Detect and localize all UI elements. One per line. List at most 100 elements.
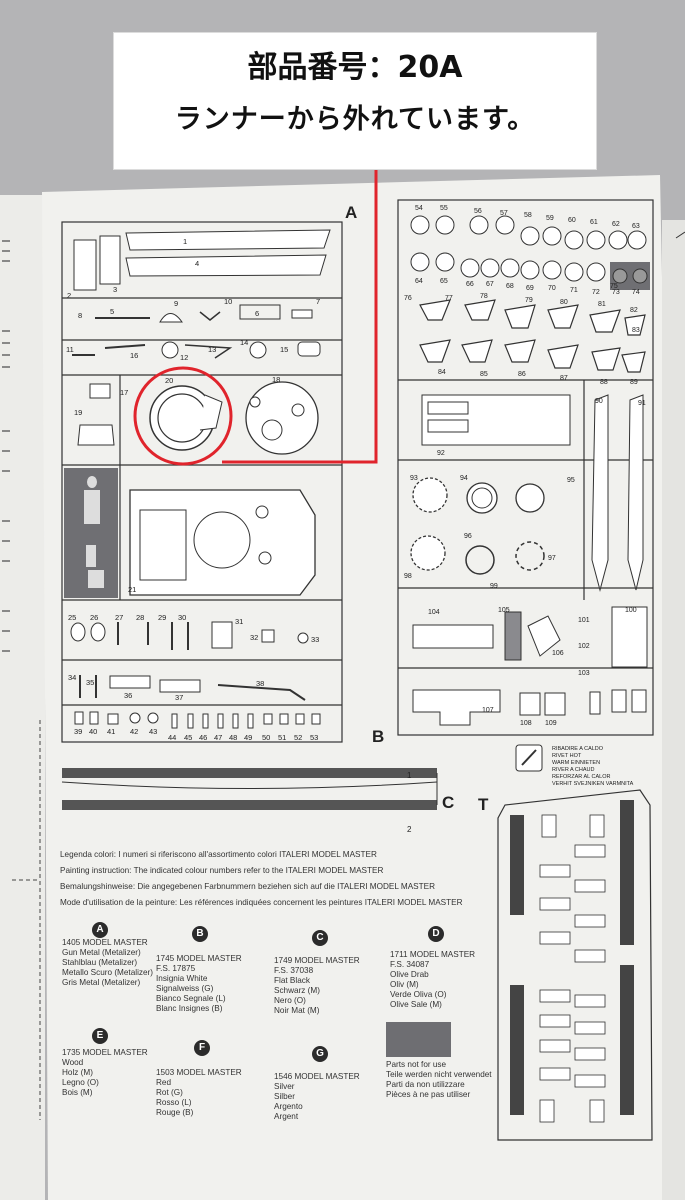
svg-text:17: 17 bbox=[120, 388, 128, 397]
svg-text:84: 84 bbox=[438, 369, 446, 376]
part-20-cupola bbox=[149, 385, 223, 451]
paint-entry-b: 1745 MODEL MASTER F.S. 17875 Insignia Wh… bbox=[156, 954, 242, 1013]
svg-text:86: 86 bbox=[518, 371, 526, 378]
part-21-hull-top bbox=[129, 489, 316, 596]
svg-text:41: 41 bbox=[107, 727, 115, 736]
svg-text:37: 37 bbox=[175, 693, 183, 702]
paint-entry-e: 1735 MODEL MASTER Wood Holz (M) Legno (O… bbox=[62, 1048, 148, 1097]
svg-text:3: 3 bbox=[113, 285, 117, 294]
svg-text:WARM EINNIETEN: WARM EINNIETEN bbox=[552, 760, 600, 766]
svg-text:14: 14 bbox=[240, 338, 248, 347]
sprue-t bbox=[497, 789, 653, 1141]
svg-text:105: 105 bbox=[498, 607, 510, 614]
svg-text:87: 87 bbox=[560, 375, 568, 382]
paint-entry-c: 1749 MODEL MASTER F.S. 37038 Flat Black … bbox=[274, 956, 360, 1015]
svg-text:47: 47 bbox=[214, 733, 222, 742]
svg-text:97: 97 bbox=[548, 555, 556, 562]
svg-text:36: 36 bbox=[124, 691, 132, 700]
svg-text:15: 15 bbox=[280, 345, 288, 354]
svg-text:73: 73 bbox=[612, 289, 620, 296]
legend-line-en: Painting instruction: The indicated colo… bbox=[60, 866, 384, 875]
svg-text:62: 62 bbox=[612, 221, 620, 228]
svg-text:65: 65 bbox=[440, 278, 448, 285]
caption-note: ランナーから外れています。 bbox=[174, 104, 536, 135]
left-page-edge bbox=[0, 195, 45, 1200]
svg-text:104: 104 bbox=[428, 609, 440, 616]
svg-text:63: 63 bbox=[632, 223, 640, 230]
svg-text:8: 8 bbox=[78, 311, 82, 320]
svg-text:61: 61 bbox=[590, 219, 598, 226]
svg-text:10: 10 bbox=[224, 297, 232, 306]
paint-badge-b: B bbox=[192, 926, 208, 942]
track-label-1: 1 bbox=[407, 771, 412, 780]
svg-text:40: 40 bbox=[89, 727, 97, 736]
sprue-a bbox=[61, 221, 343, 743]
svg-text:68: 68 bbox=[506, 283, 514, 290]
svg-text:102: 102 bbox=[578, 643, 590, 650]
svg-text:5: 5 bbox=[110, 307, 114, 316]
svg-text:59: 59 bbox=[546, 215, 554, 222]
svg-text:29: 29 bbox=[158, 613, 166, 622]
paint-badge-d: D bbox=[428, 926, 444, 942]
svg-text:94: 94 bbox=[460, 475, 468, 482]
paint-badge-f: F bbox=[194, 1040, 210, 1056]
svg-text:31: 31 bbox=[235, 617, 243, 626]
svg-text:72: 72 bbox=[592, 289, 600, 296]
svg-text:66: 66 bbox=[466, 281, 474, 288]
paint-entry-d: 1711 MODEL MASTER F.S. 34087 Olive Drab … bbox=[390, 950, 476, 1009]
svg-text:83: 83 bbox=[632, 327, 640, 334]
svg-text:11: 11 bbox=[66, 345, 74, 354]
svg-text:108: 108 bbox=[520, 720, 532, 727]
svg-text:RIVET HOT: RIVET HOT bbox=[552, 753, 582, 759]
svg-text:95: 95 bbox=[567, 477, 575, 484]
svg-text:16: 16 bbox=[130, 351, 138, 360]
svg-text:99: 99 bbox=[490, 583, 498, 590]
svg-text:69: 69 bbox=[526, 285, 534, 292]
paint-badge-e: E bbox=[92, 1028, 108, 1044]
svg-text:46: 46 bbox=[199, 733, 207, 742]
svg-text:107: 107 bbox=[482, 707, 494, 714]
svg-text:18: 18 bbox=[272, 375, 280, 384]
rivet-hot-note: RIBADIRE A CALDO RIVET HOT WARM EINNIETE… bbox=[552, 746, 634, 787]
svg-text:30: 30 bbox=[178, 613, 186, 622]
svg-text:85: 85 bbox=[480, 371, 488, 378]
callout-line bbox=[222, 168, 378, 464]
paint-badge-g: G bbox=[312, 1046, 328, 1062]
svg-text:58: 58 bbox=[524, 212, 532, 219]
svg-text:44: 44 bbox=[168, 733, 176, 742]
paint-entry-f: 1503 MODEL MASTER Red Rot (G) Rosso (L) … bbox=[156, 1068, 242, 1117]
svg-text:34: 34 bbox=[68, 673, 76, 682]
sprue-letter-t: T bbox=[478, 795, 489, 814]
track-label-2: 2 bbox=[407, 825, 412, 834]
svg-text:91: 91 bbox=[638, 400, 646, 407]
svg-text:21: 21 bbox=[128, 585, 136, 594]
paint-entry-a: 1405 MODEL MASTER Gun Metal (Metalizer) … bbox=[62, 938, 153, 987]
svg-text:25: 25 bbox=[68, 613, 76, 622]
svg-text:103: 103 bbox=[578, 670, 590, 677]
sprue-letter-b: B bbox=[372, 727, 384, 746]
svg-text:89: 89 bbox=[630, 379, 638, 386]
svg-text:79: 79 bbox=[525, 297, 533, 304]
paint-badge-c: C bbox=[312, 930, 328, 946]
sprue-letter-a: A bbox=[345, 203, 357, 222]
svg-text:39: 39 bbox=[74, 727, 82, 736]
svg-text:12: 12 bbox=[180, 353, 188, 362]
svg-text:92: 92 bbox=[437, 450, 445, 457]
legend-line-it: Legenda colori: I numeri si riferiscono … bbox=[60, 850, 377, 859]
svg-text:38: 38 bbox=[256, 679, 264, 688]
svg-text:48: 48 bbox=[229, 733, 237, 742]
svg-text:67: 67 bbox=[486, 281, 494, 288]
svg-text:REFORZAR AL CALOR: REFORZAR AL CALOR bbox=[552, 774, 611, 780]
svg-text:77: 77 bbox=[445, 295, 453, 302]
sprue-letter-c: C bbox=[442, 793, 454, 812]
svg-text:20: 20 bbox=[165, 376, 173, 385]
svg-text:RIVER A CHAUD: RIVER A CHAUD bbox=[552, 767, 595, 773]
svg-text:42: 42 bbox=[130, 727, 138, 736]
svg-text:74: 74 bbox=[632, 289, 640, 296]
svg-text:32: 32 bbox=[250, 633, 258, 642]
svg-text:45: 45 bbox=[184, 733, 192, 742]
svg-text:109: 109 bbox=[545, 720, 557, 727]
svg-text:64: 64 bbox=[415, 278, 423, 285]
svg-text:35: 35 bbox=[86, 678, 94, 687]
svg-text:49: 49 bbox=[244, 733, 252, 742]
